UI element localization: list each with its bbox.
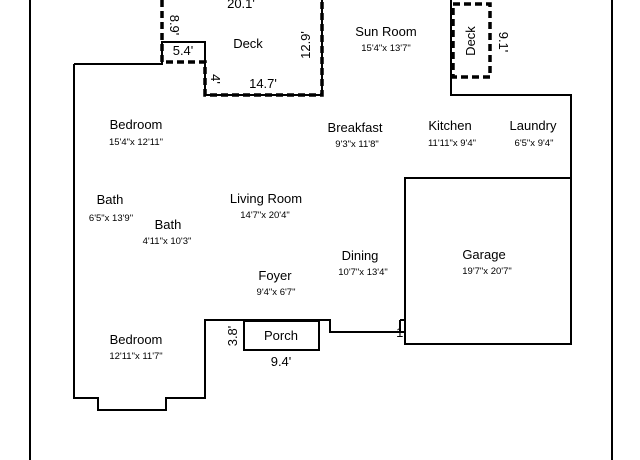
page-frame: [29, 0, 613, 460]
laundry-dims: 6'5"x 9'4": [515, 138, 554, 149]
kitchen-dims: 11'11"x 9'4": [428, 138, 476, 149]
foyer-label: Foyer: [258, 268, 292, 283]
deck-right-dimension: 12.9': [298, 31, 313, 59]
deck-step-dimension: 5.4': [173, 43, 194, 58]
bedroom-bottom-label: Bedroom: [110, 332, 163, 347]
dining-dims: 10'7"x 13'4": [338, 267, 387, 278]
garage-label: Garage: [462, 247, 505, 262]
porch-width-dimension: 9.4': [271, 354, 292, 369]
deck-small-label: Deck: [463, 26, 478, 56]
breakfast-dims: 9'3"x 11'8": [335, 139, 378, 150]
foyer-dims: 9'4"x 6'7": [257, 287, 296, 298]
bedroom-top-label: Bedroom: [110, 117, 163, 132]
deck-inner-dimension: 4': [208, 74, 223, 84]
deck-left-dimension: 8.9': [167, 15, 182, 36]
bedroom-top-dims: 15'4"x 12'11": [109, 137, 163, 148]
porch-label: Porch: [264, 328, 298, 343]
dining-label: Dining: [342, 248, 379, 263]
bath2-dims: 4'11"x 10'3": [143, 236, 192, 247]
living-room-label: Living Room: [230, 191, 302, 206]
deck-bottom-dimension: 14.7': [249, 76, 277, 91]
bath1-label: Bath: [97, 192, 124, 207]
deck-main-label: Deck: [233, 36, 263, 51]
porch-side-dimension: 3.8': [225, 326, 240, 347]
porch-outline: [243, 320, 320, 351]
breakfast-label: Breakfast: [328, 120, 383, 135]
bath1-dims: 6'5"x 13'9": [89, 213, 133, 224]
garage-step-dimension: 1': [396, 325, 406, 340]
small-deck-side-dimension: 9.1': [496, 32, 511, 53]
kitchen-label: Kitchen: [428, 118, 471, 133]
sun-room-label: Sun Room: [355, 24, 416, 39]
deck-main-outline: [160, 0, 324, 97]
bath2-label: Bath: [155, 217, 182, 232]
garage-dims: 19'7"x 20'7": [462, 266, 511, 277]
deck-top-dimension: 20.1': [227, 0, 255, 11]
sun-room-wall: [450, 0, 572, 178]
sun-room-dims: 15'4"x 13'7": [361, 43, 410, 54]
garage-outline: [404, 177, 572, 345]
bedroom-bottom-dims: 12'11"x 11'7": [109, 351, 162, 362]
living-room-dims: 14'7"x 20'4": [240, 210, 289, 221]
laundry-label: Laundry: [510, 118, 557, 133]
